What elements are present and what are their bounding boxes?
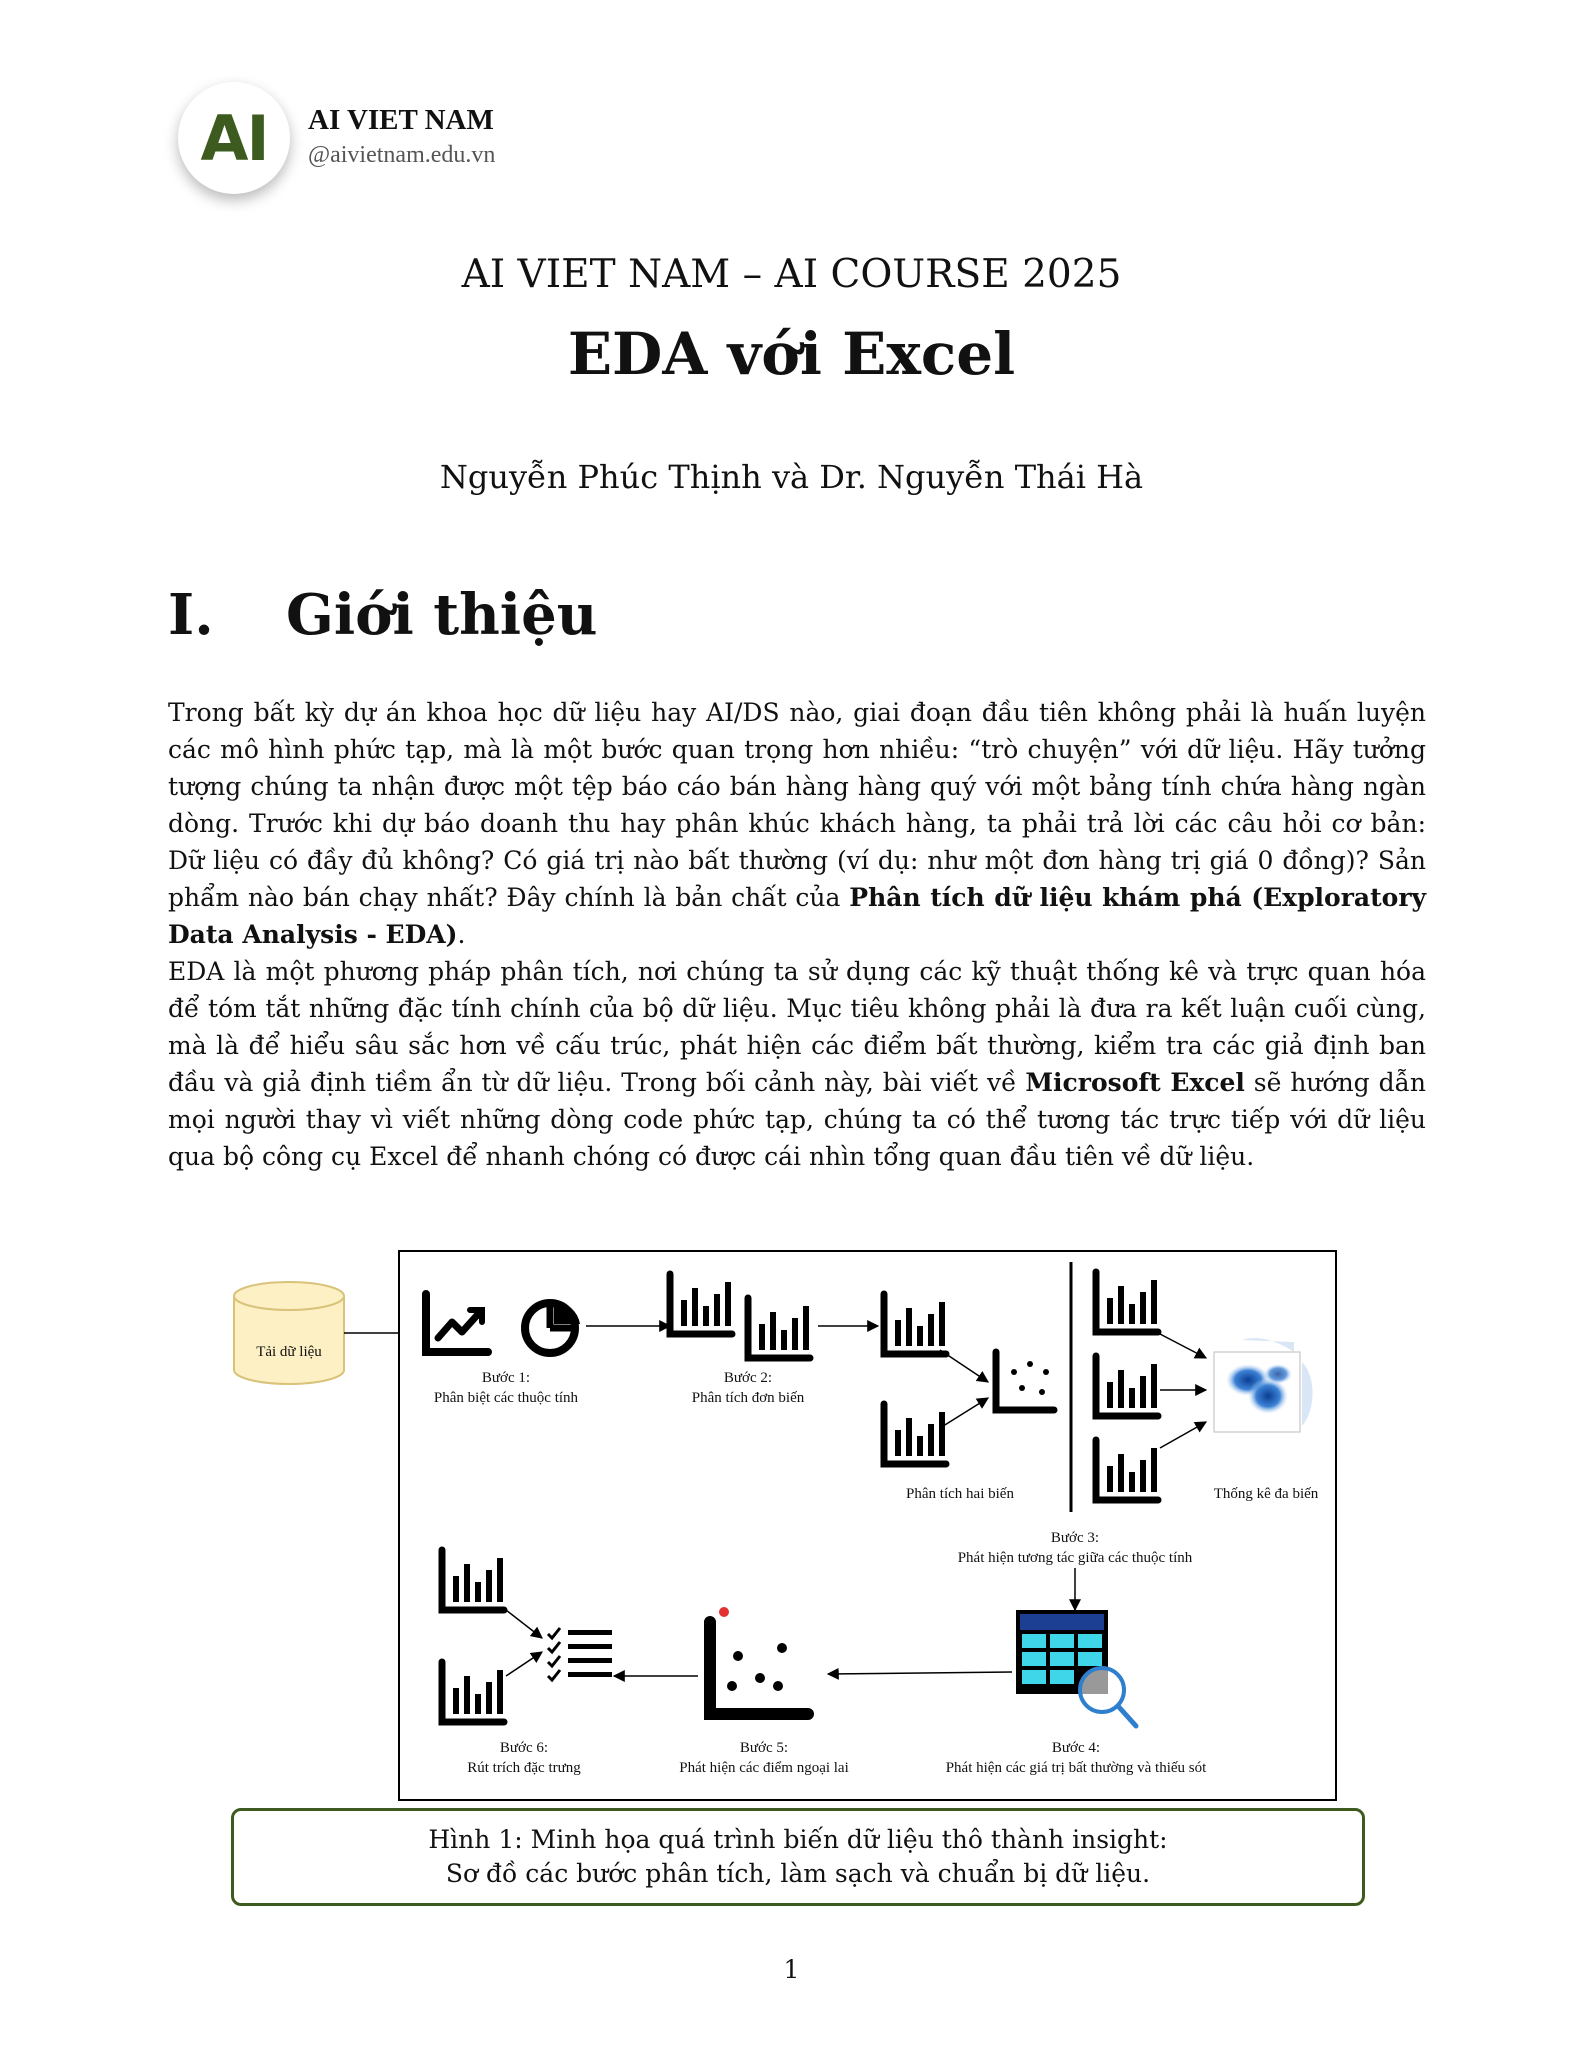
step1-desc: Phân biệt các thuộc tính [434, 1390, 579, 1406]
caption-line-2: Sơ đồ các bước phân tích, làm sạch và ch… [445, 1859, 1151, 1888]
arrow-step6-1 [505, 1609, 543, 1639]
step3-desc: Phát hiện tương tác giữa các thuộc tính [958, 1550, 1193, 1566]
bar-chart-icon [438, 1658, 508, 1726]
figure-diagram: Bước 1: Phân biệt các thuộc tính Bước 2:… [422, 1262, 1319, 1776]
bar-chart-icon [438, 1546, 508, 1614]
step5-title: Bước 5: [740, 1740, 788, 1756]
step3-title: Bước 3: [1051, 1530, 1099, 1546]
section-number: I. [168, 582, 214, 648]
density-plot-icon [1213, 1338, 1313, 1433]
paragraph-2-end: sẽ hướng dẫn mọi người thay vì viết nhữn… [168, 1068, 1426, 1171]
arrow-step6-2 [505, 1651, 543, 1677]
bar-chart-icon [880, 1290, 950, 1358]
step2-desc: Phân tích đơn biến [692, 1390, 805, 1406]
step4-title: Bước 4: [1052, 1740, 1100, 1756]
step2-title: Bước 2: [724, 1370, 772, 1386]
document-title: EDA với Excel [567, 320, 1016, 388]
page-number: 1 [783, 1955, 800, 1984]
line-chart-icon [422, 1290, 492, 1356]
figure-caption: Hình 1: Minh họa quá trình biến dữ liệu … [231, 1808, 1365, 1906]
paragraph-1-end: . [457, 920, 466, 949]
arrow-bivariate-1 [939, 1349, 989, 1383]
paragraph-1-text: Trong bất kỳ dự án khoa học dữ liệu hay … [168, 698, 1426, 912]
body-text: Trong bất kỳ dự án khoa học dữ liệu hay … [168, 694, 1426, 1175]
step6-title: Bước 6: [500, 1740, 548, 1756]
arrow-bivariate-2 [939, 1397, 990, 1429]
figure-eda-process: Bước 1: Phân biệt các thuộc tính Bước 2:… [398, 1250, 1337, 1801]
bar-chart-icon [1092, 1436, 1162, 1504]
bivariate-label: Phân tích hai biến [906, 1486, 1014, 1502]
scatter-plot-icon [992, 1348, 1058, 1414]
bar-chart-icon [1092, 1268, 1162, 1336]
arrow-multivariate-3 [1159, 1421, 1208, 1449]
authors: Nguyễn Phúc Thịnh và Dr. Nguyễn Thái Hà [439, 458, 1144, 496]
bar-chart-icon [880, 1400, 950, 1468]
multivariate-label: Thống kê đa biến [1214, 1486, 1319, 1502]
logo: AI AI VIET NAM @aivietnam.edu.vn [170, 78, 540, 213]
bar-chart-icon [744, 1294, 814, 1362]
logo-name: AI VIET NAM [308, 104, 494, 136]
paragraph-1-bold: Phân tích dữ liệu khám phá (Exploratory … [168, 883, 1427, 949]
step5-desc: Phát hiện các điểm ngoại lai [679, 1760, 849, 1776]
checklist-icon [546, 1627, 612, 1683]
logo-badge: AI [178, 82, 290, 194]
outlier-scatter-icon [704, 1607, 814, 1720]
step1-title: Bước 1: [482, 1370, 530, 1386]
course-title: AI VIET NAM – AI COURSE 2025 [461, 252, 1122, 297]
db-label: Tải dữ liệu [256, 1344, 322, 1360]
step6-desc: Rút trích đặc trưng [467, 1760, 581, 1776]
paragraph-2-bold: Microsoft Excel [1025, 1068, 1245, 1097]
section-title: Giới thiệu [286, 582, 598, 648]
paragraph-1: Trong bất kỳ dự án khoa học dữ liệu hay … [168, 694, 1426, 953]
pie-chart-icon [521, 1299, 580, 1357]
table-search-icon [1016, 1610, 1139, 1729]
bar-chart-icon [666, 1270, 736, 1338]
paragraph-2: EDA là một phương pháp phân tích, nơi ch… [168, 953, 1426, 1175]
section-heading: I. Giới thiệu [168, 582, 597, 648]
arrow-multivariate-1 [1159, 1333, 1208, 1359]
caption-line-1: Hình 1: Minh họa quá trình biến dữ liệu … [428, 1825, 1168, 1854]
logo-mark: AI [200, 101, 269, 175]
arrow-step4-to-step5 [826, 1667, 1013, 1680]
paragraph-2-text: EDA là một phương pháp phân tích, nơi ch… [168, 957, 1426, 1097]
step4-desc: Phát hiện các giá trị bất thường và thiế… [946, 1760, 1207, 1776]
logo-url: @aivietnam.edu.vn [308, 142, 496, 168]
database-icon: Tải dữ liệu [233, 1281, 345, 1385]
bar-chart-icon [1092, 1352, 1162, 1420]
